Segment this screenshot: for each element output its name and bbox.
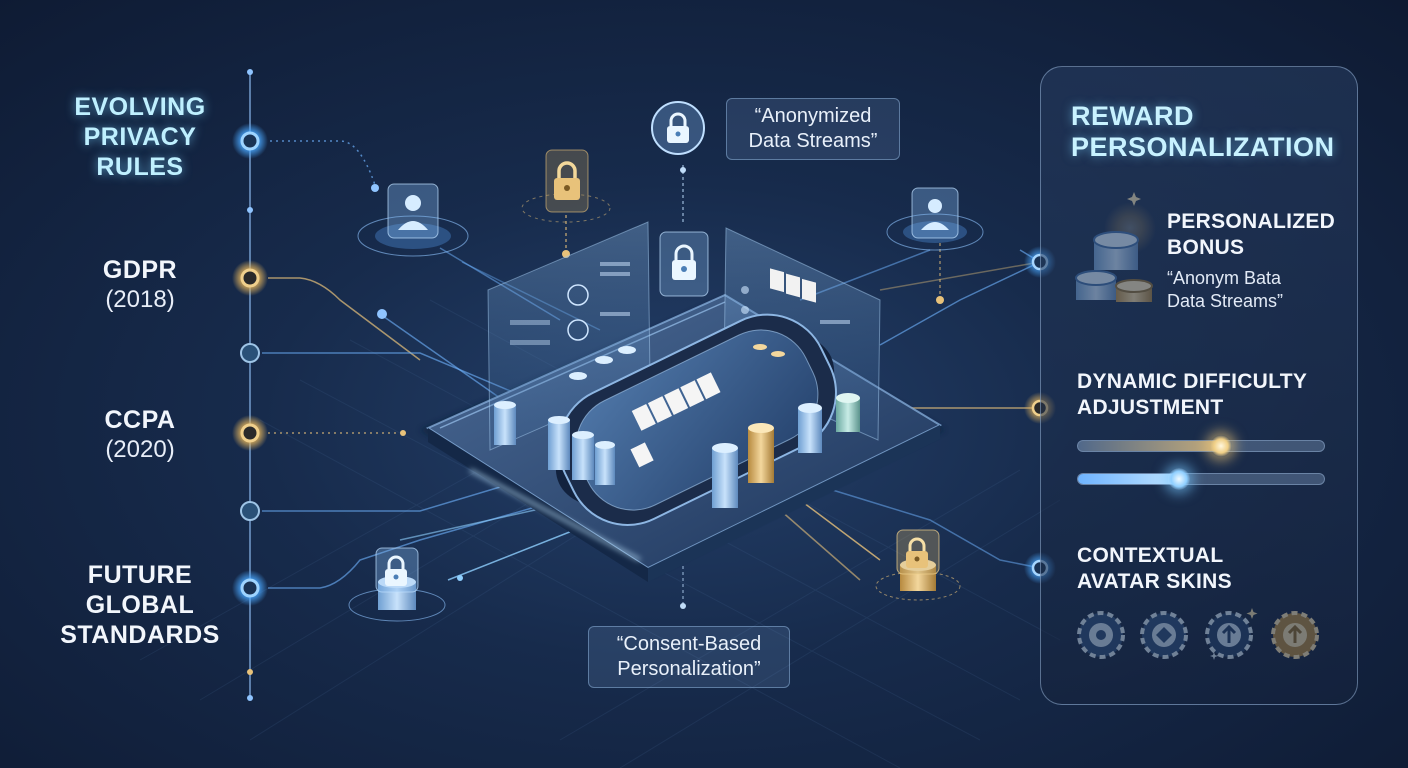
lock-badge-top: [651, 101, 705, 155]
difficulty-title: DYNAMIC DIFFICULTY ADJUSTMENT: [1077, 370, 1308, 419]
user-icon: [567, 319, 589, 341]
timeline-title: GDPR: [102, 256, 178, 284]
bonus-text: “Anonym Bata Data Streams”: [1167, 268, 1284, 311]
chip-stacks: [494, 344, 860, 508]
reward-personalization-panel: REWARD PERSONALIZATION PERSONALIZED BONU…: [1040, 66, 1358, 705]
timeline-year: (2018): [105, 286, 175, 313]
timeline-node-gdpr[interactable]: [232, 260, 268, 296]
difficulty-slider-1[interactable]: [1077, 435, 1325, 457]
timeline-end-dot: [247, 695, 253, 701]
timeline-tick-dot: [247, 669, 253, 675]
timeline-node-ccpa[interactable]: [232, 415, 268, 451]
panel-title: REWARD PERSONALIZATION: [1071, 101, 1335, 162]
poker-table: [555, 313, 837, 526]
timeline: [232, 69, 268, 701]
timeline-label-privacy: EVOLVING PRIVACY RULES: [40, 92, 240, 182]
difficulty-slider-2[interactable]: [1077, 468, 1325, 490]
timeline-label-gdpr: GDPR (2018): [60, 255, 220, 315]
timeline-node-future[interactable]: [232, 570, 268, 606]
timeline-title: EVOLVING PRIVACY RULES: [74, 93, 206, 181]
timeline-year: (2020): [105, 436, 175, 463]
difficulty-slider-2-knob[interactable]: [1167, 468, 1190, 490]
skins-title: CONTEXTUAL AVATAR SKINS: [1077, 544, 1232, 593]
user-icon: [567, 284, 589, 306]
lock-icon: [554, 161, 580, 200]
timeline-tick-dot: [247, 207, 253, 213]
playing-cards: [630, 372, 721, 468]
lock-on-chips-left: [348, 547, 446, 622]
callout-consent-personalization: “Consent-Based Personalization”: [588, 626, 790, 688]
lock-icon: [906, 537, 928, 568]
bonus-title: PERSONALIZED BONUS: [1167, 210, 1336, 259]
timeline-node-small[interactable]: [240, 501, 260, 521]
lock-icon: [385, 555, 407, 586]
user-icon: [398, 195, 428, 230]
timeline-node-small[interactable]: [240, 343, 260, 363]
center-lock-screen: [659, 231, 709, 297]
timeline-label-ccpa: CCPA (2020): [60, 405, 220, 465]
user-avatar-left: [357, 183, 469, 257]
timeline-title: CCPA: [104, 406, 176, 434]
lock-icon: [667, 112, 689, 143]
lock-on-chips-right: [875, 529, 961, 601]
timeline-label-future: FUTURE GLOBAL STANDARDS: [30, 560, 250, 650]
user-icon: [921, 199, 949, 230]
difficulty-slider-1-fill: [1078, 441, 1221, 451]
callout-anonymized-data: “Anonymized Data Streams”: [726, 98, 900, 160]
difficulty-slider-2-fill: [1078, 474, 1179, 484]
connector-dots: [371, 167, 944, 609]
lock-icon: [672, 244, 696, 280]
timeline-end-dot: [247, 69, 253, 75]
difficulty-slider-1-knob[interactable]: [1209, 435, 1232, 457]
timeline-title: FUTURE GLOBAL STANDARDS: [60, 561, 220, 649]
user-avatar-right: [886, 187, 984, 251]
timeline-node-privacy[interactable]: [232, 123, 268, 159]
gold-lock-top: [521, 149, 611, 223]
